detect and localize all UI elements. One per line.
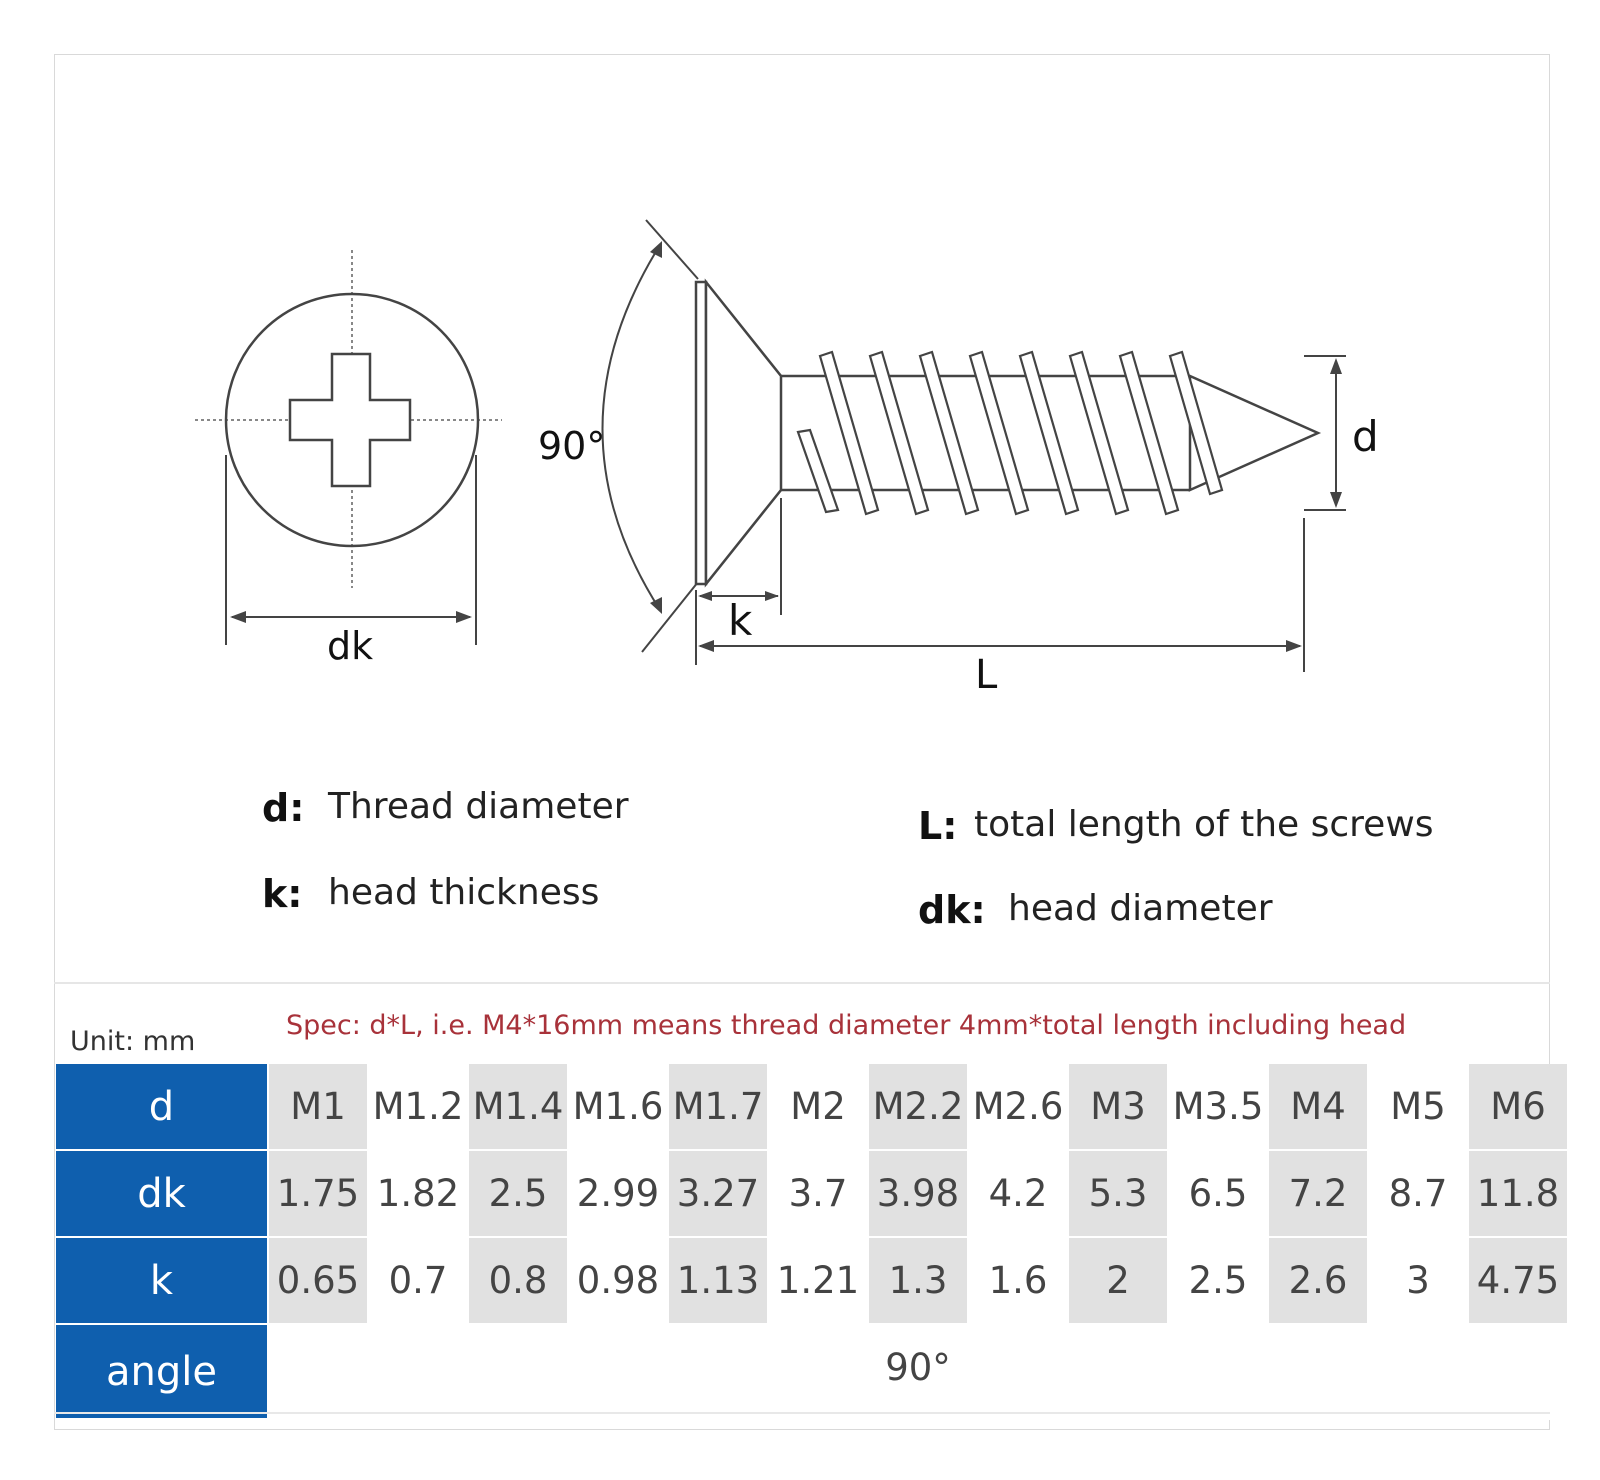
dim-label-dk: dk bbox=[327, 624, 374, 668]
legend-k-symbol: k: bbox=[262, 872, 303, 916]
table-cell: 2.5 bbox=[1168, 1237, 1269, 1325]
dim-label-d: d bbox=[1352, 412, 1379, 461]
screw-side-view bbox=[601, 219, 1346, 672]
table-cell: M2 bbox=[768, 1064, 869, 1151]
legend-dk-symbol: dk: bbox=[918, 888, 986, 932]
table-cell: 1.21 bbox=[768, 1237, 869, 1325]
table-cell: 2.6 bbox=[1268, 1237, 1369, 1325]
bottom-border bbox=[54, 1412, 1550, 1414]
table-cell: 4.2 bbox=[968, 1150, 1069, 1238]
table-cell: 2 bbox=[1068, 1237, 1169, 1325]
table-cell: 1.82 bbox=[368, 1150, 469, 1238]
table-cell: M6 bbox=[1468, 1064, 1569, 1151]
table-cell: M1 bbox=[268, 1064, 369, 1151]
table-cell: 3 bbox=[1368, 1237, 1469, 1325]
table-cell: 6.5 bbox=[1168, 1150, 1269, 1238]
row-header-d: d bbox=[56, 1064, 269, 1151]
table-cell: M1.4 bbox=[468, 1064, 569, 1151]
table-cell: 0.65 bbox=[268, 1237, 369, 1325]
head-top-view bbox=[195, 250, 502, 645]
table-cell: M4 bbox=[1268, 1064, 1369, 1151]
dim-label-angle: 90° bbox=[538, 424, 606, 468]
legend-dk-text: head diameter bbox=[1008, 888, 1273, 929]
row-header-dk: dk bbox=[56, 1150, 269, 1238]
table-cell: 1.75 bbox=[268, 1150, 369, 1238]
legend-d-symbol: d: bbox=[262, 786, 305, 830]
table-cell: 7.2 bbox=[1268, 1150, 1369, 1238]
dim-label-l: L bbox=[975, 652, 998, 698]
unit-label: Unit: mm bbox=[70, 1026, 196, 1057]
row-header-k: k bbox=[56, 1237, 269, 1325]
legend-l-text: total length of the screws bbox=[974, 804, 1434, 845]
table-cell: M2.2 bbox=[868, 1064, 969, 1151]
table-cell: 1.3 bbox=[868, 1237, 969, 1325]
table-cell: M2.6 bbox=[968, 1064, 1069, 1151]
table-cell: M3.5 bbox=[1168, 1064, 1269, 1151]
table-cell: M1.6 bbox=[568, 1064, 669, 1151]
table-cell: 2.99 bbox=[568, 1150, 669, 1238]
table-cell: 1.6 bbox=[968, 1237, 1069, 1325]
table-cell: 1.13 bbox=[668, 1237, 769, 1325]
table-cell: 11.8 bbox=[1468, 1150, 1569, 1238]
table-cell: 5.3 bbox=[1068, 1150, 1169, 1238]
table-cell: 3.98 bbox=[868, 1150, 969, 1238]
row-header-angle: angle bbox=[56, 1324, 269, 1420]
table-cell: 4.75 bbox=[1468, 1237, 1569, 1325]
table-cell: 8.7 bbox=[1368, 1150, 1469, 1238]
table-cell: M1.2 bbox=[368, 1064, 469, 1151]
angle-value: 90° bbox=[268, 1324, 1569, 1420]
spec-note: Spec: d*L, i.e. M4*16mm means thread dia… bbox=[286, 1010, 1407, 1041]
table-cell: 0.8 bbox=[468, 1237, 569, 1325]
legend-l-symbol: L: bbox=[918, 804, 958, 848]
section-divider bbox=[54, 982, 1550, 984]
table-cell: M1.7 bbox=[668, 1064, 769, 1151]
spec-sheet-frame bbox=[54, 54, 1550, 1430]
table-cell: 3.27 bbox=[668, 1150, 769, 1238]
screw-drawing bbox=[195, 219, 1346, 672]
table-cell: 3.7 bbox=[768, 1150, 869, 1238]
table-cell: M3 bbox=[1068, 1064, 1169, 1151]
table-cell: 2.5 bbox=[468, 1150, 569, 1238]
dim-label-k: k bbox=[728, 596, 753, 645]
legend-d-text: Thread diameter bbox=[328, 786, 629, 827]
table-cell: M5 bbox=[1368, 1064, 1469, 1151]
table-cell: 0.7 bbox=[368, 1237, 469, 1325]
legend-k-text: head thickness bbox=[328, 872, 600, 913]
table-cell: 0.98 bbox=[568, 1237, 669, 1325]
